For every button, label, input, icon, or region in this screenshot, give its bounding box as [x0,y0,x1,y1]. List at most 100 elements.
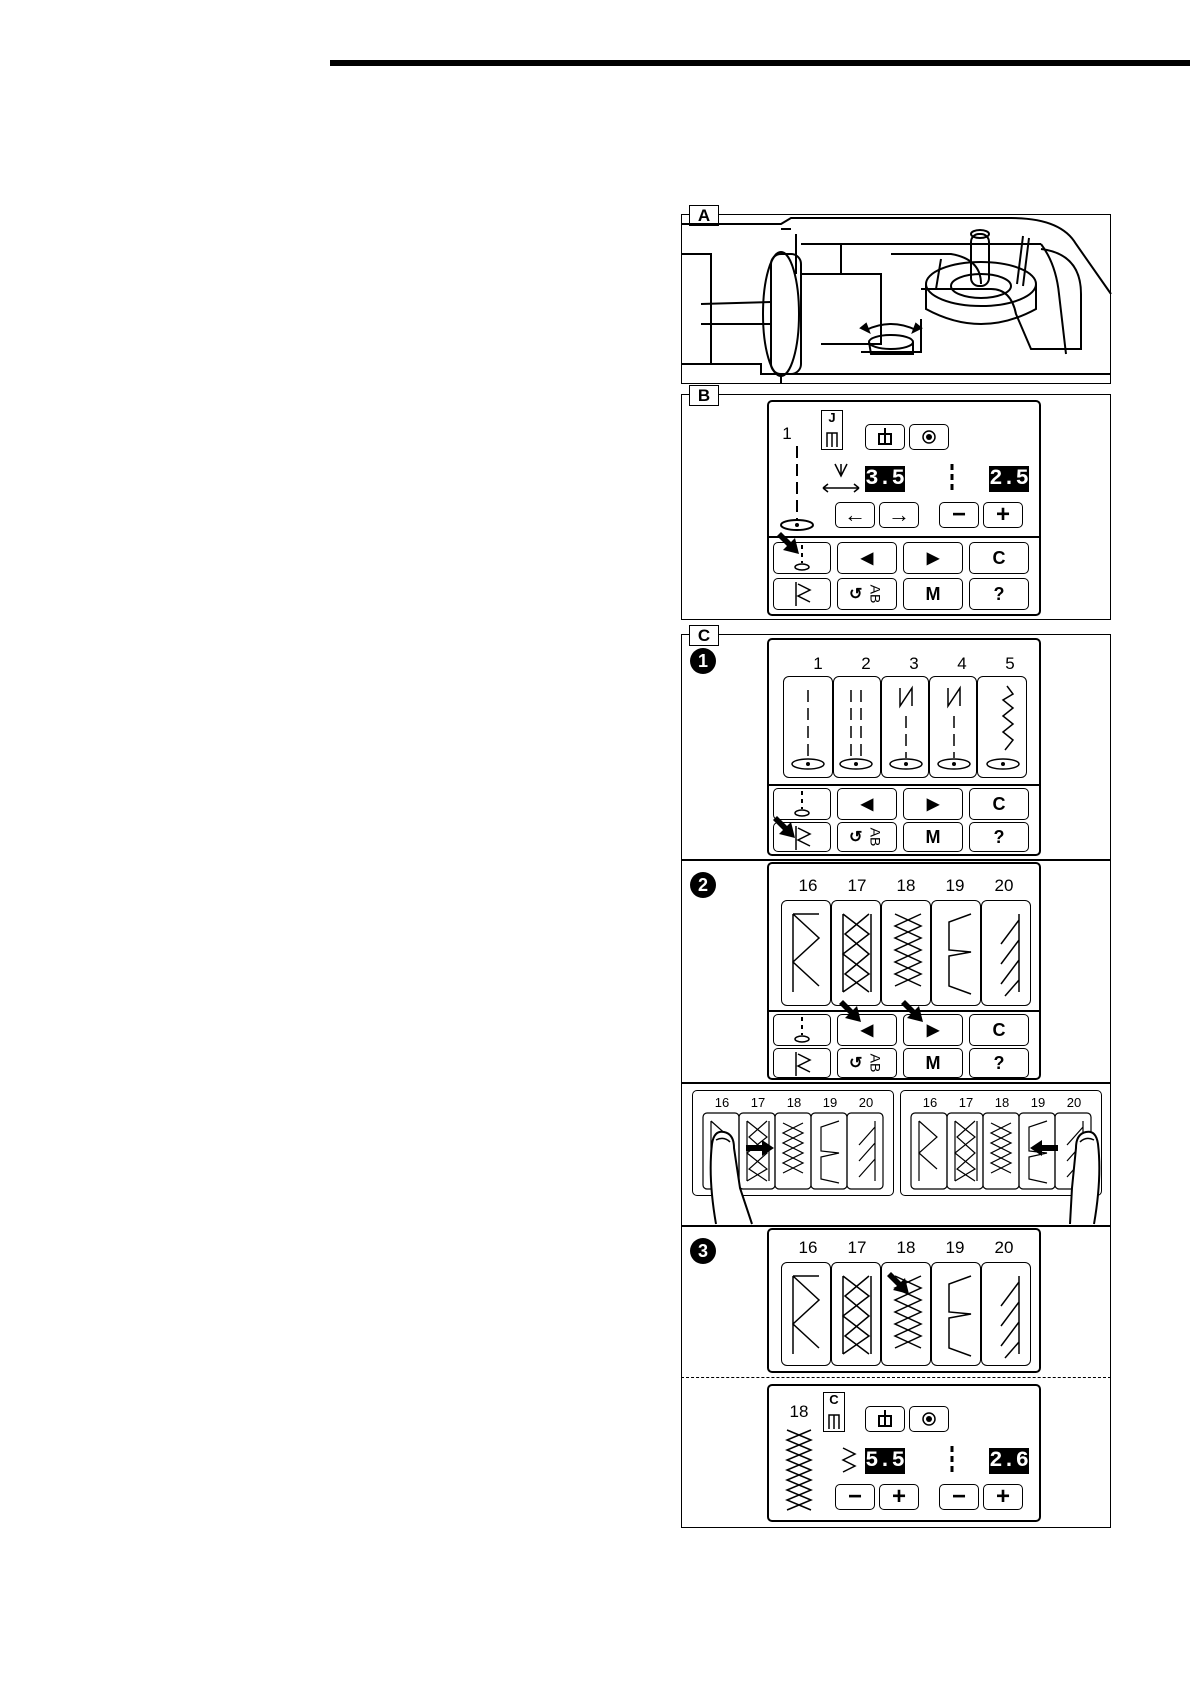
pattern-number-20: 20 [994,1238,1014,1257]
machine-top-illustration [681,217,1112,384]
memory-key[interactable]: M [903,822,963,852]
pattern-number-17: 17 [847,876,867,895]
pattern-tile-16[interactable] [781,1262,831,1366]
needle-position-button[interactable] [865,1406,905,1432]
header-rule [330,60,1190,66]
pattern-tile-18[interactable] [881,1262,931,1366]
pattern-number-17: 17 [847,1238,867,1257]
width-increase-button[interactable]: → [879,502,919,528]
zigzag-pattern-icon [795,826,812,850]
length-increase-button[interactable]: + [983,501,1023,528]
pattern-number-19: 19 [945,1238,965,1257]
lcd-screen-c2: 16 17 18 19 20 ◀ ▶ C ↺ AB M ? [767,862,1041,1080]
zigzag-pattern-icon [795,582,812,606]
needle-mode-key[interactable] [773,542,831,574]
presser-foot-icon: J [821,410,843,450]
pattern-number-16: 16 [798,876,818,895]
hook-icon: ↺ [848,586,863,603]
length-decrease-button[interactable]: − [939,501,979,528]
letters-label: AB [867,1053,884,1073]
pointer-arrow-icon [777,532,799,554]
needle-stop-icon [922,1412,936,1426]
width-decrease-button[interactable]: − [835,1483,875,1510]
pattern-number-20: 20 [858,1095,874,1110]
hook-icon: ↺ [848,1055,863,1072]
c-divider-1 [681,859,1111,861]
length-value-display: 2.6 [989,1448,1029,1474]
pattern-select-key[interactable] [773,578,831,610]
c-divider-2 [681,1082,1111,1084]
needle-stop-button[interactable] [909,1406,949,1432]
zigzag-pattern-icon [795,1052,812,1076]
screen-divider [769,1010,1039,1012]
pointer-arrow-icon [773,816,795,838]
pattern-tile-20[interactable] [981,1262,1031,1366]
clear-key[interactable]: C [969,542,1029,574]
pattern-tile-17[interactable] [831,1262,881,1366]
needle-icon [878,1410,892,1427]
length-value-display: 2.5 [989,466,1029,492]
scroll-left-key[interactable]: ◀ [837,1014,897,1046]
pattern-tile-18[interactable] [881,900,931,1006]
scroll-left-key[interactable]: ◀ [837,542,897,574]
letters-key[interactable]: ↺ AB [837,578,897,610]
letters-key[interactable]: ↺ AB [837,822,897,852]
help-key[interactable]: ? [969,1048,1029,1078]
clear-key[interactable]: C [969,1014,1029,1046]
pattern-number-19: 19 [945,876,965,895]
pattern-select-key[interactable] [773,1048,831,1078]
finger-right-illustration [1069,1130,1101,1225]
scroll-left-key[interactable]: ◀ [837,788,897,820]
memory-key[interactable]: M [903,1048,963,1078]
width-zigzag-icon [841,1447,857,1473]
needle-down-icon [794,791,810,817]
pattern-number-20: 20 [994,876,1014,895]
width-increase-button[interactable]: + [879,1483,919,1510]
length-icon [950,1446,954,1472]
pattern-number-17: 17 [958,1095,974,1110]
figure-c-label: C [689,625,719,646]
pattern-tile-20[interactable] [981,900,1031,1006]
swipe-right-arrow-icon [746,1140,774,1156]
triple-zigzag-preview [785,1429,813,1511]
foot-letter: J [828,410,836,425]
figure-a-panel [681,214,1111,384]
needle-mode-key[interactable] [773,788,831,820]
needle-mode-key[interactable] [773,1014,831,1046]
needle-position-button[interactable] [865,424,905,450]
pattern-tile-16[interactable] [781,900,831,1006]
width-icon [822,463,860,493]
pattern-number-18: 18 [786,1095,802,1110]
swipe-left-arrow-icon [1030,1140,1058,1156]
width-value-display: 5.5 [865,1448,905,1474]
clear-key[interactable]: C [969,788,1029,820]
pattern-number-17: 17 [750,1095,766,1110]
pattern-tile-19[interactable] [931,1262,981,1366]
c-divider-3 [681,1225,1111,1227]
step-3-marker: 3 [690,1238,716,1264]
step-1-marker: 1 [690,648,716,674]
pointer-arrow-right-key-icon [901,1000,923,1022]
scroll-right-key[interactable]: ▶ [903,542,963,574]
length-increase-button[interactable]: + [983,1483,1023,1510]
pattern-number-19: 19 [822,1095,838,1110]
pattern-tile-17[interactable] [831,900,881,1006]
width-decrease-button[interactable]: ← [835,502,875,528]
lcd-screen-c1: 1 2 3 4 5 ◀ ▶ C ↺ AB M ? [767,638,1041,856]
pattern-number-4: 4 [957,654,967,673]
letters-key[interactable]: ↺ AB [837,1048,897,1078]
help-key[interactable]: ? [969,578,1029,610]
figure-a-label: A [689,205,719,226]
stitch-previews-scroll-right [910,1112,1092,1190]
straight-stitch-preview [780,446,814,531]
needle-stop-button[interactable] [909,424,949,450]
stitch-previews-c1 [791,685,1020,770]
scroll-right-key[interactable]: ▶ [903,788,963,820]
memory-key[interactable]: M [903,578,963,610]
pattern-number-16: 16 [922,1095,938,1110]
c-dashed-divider [681,1377,1111,1378]
length-decrease-button[interactable]: − [939,1483,979,1510]
help-key[interactable]: ? [969,822,1029,852]
pattern-number-18: 18 [896,1238,916,1257]
width-value-display: 3.5 [865,466,905,492]
